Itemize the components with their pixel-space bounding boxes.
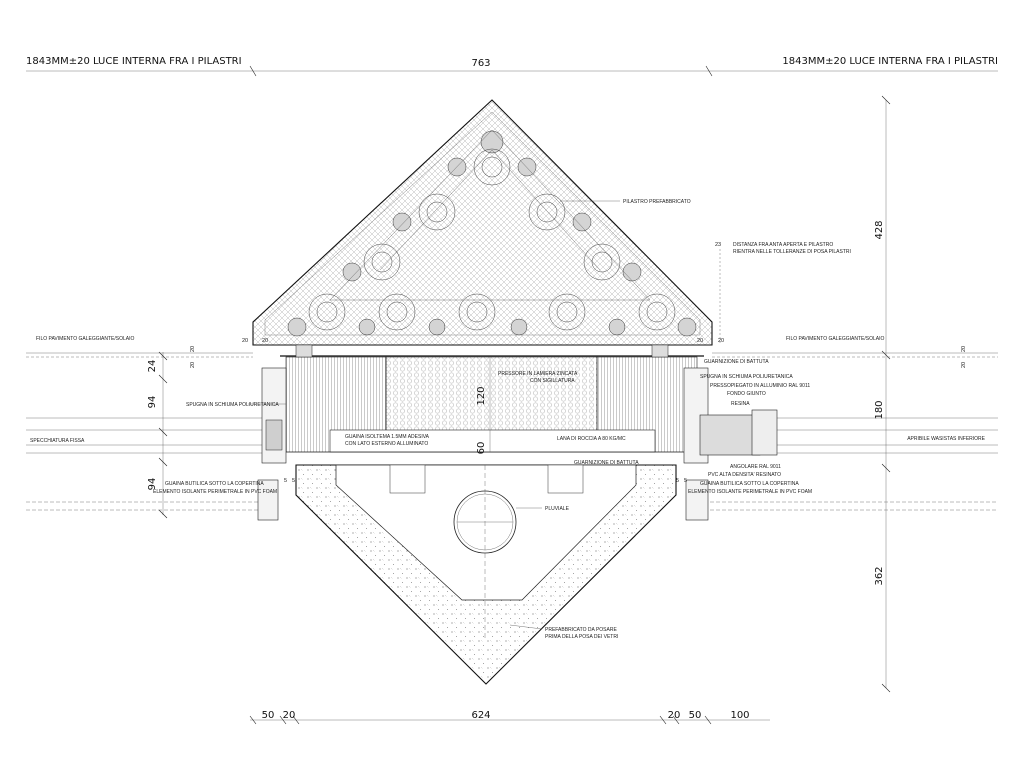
note-spugna-right: SPUGNA IN SCHIUMA POLIURETANICA [700, 374, 793, 380]
note-spugna-left: SPUGNA IN SCHIUMA POLIURETANICA [186, 402, 279, 408]
right-dim-middle: 180 [874, 400, 885, 419]
note-prefabbricato-2: PRIMA DELLA POSA DEI VETRI [545, 634, 618, 640]
left-dim-94b: 94 [147, 478, 158, 491]
right-vert-20b: 20 [961, 362, 967, 368]
bottom-dim-624: 624 [471, 710, 490, 721]
left-vert-20: 20 [190, 346, 196, 352]
note-elemento-r: ELEMENTO ISOLANTE PERIMETRALE IN PVC FOA… [688, 489, 812, 495]
prefab-gutter-element [295, 464, 677, 685]
center-dim-60: 60 [476, 442, 487, 455]
right-dim-upper: 428 [874, 220, 885, 239]
note-guaina-butilica-l: GUAINA BUTILICA SOTTO LA COPERTINA [165, 481, 264, 487]
note-lana: LANA DI ROCCIA A 80 KG/MC [557, 436, 626, 442]
left-pair-b: 20 [262, 338, 268, 344]
note-guaina-1: GUAINA ISOLTEMA 1.5MM ADESIVA [345, 434, 430, 440]
note-pilastro: PILASTRO PREFABBRICATO [623, 199, 691, 205]
left-vert-20b: 20 [190, 362, 196, 368]
middle-band [257, 344, 778, 521]
bottom-dim-20b: 20 [668, 710, 681, 721]
right-pair-a: 20 [697, 338, 703, 344]
five-r2: 5 [684, 478, 687, 484]
left-dim-94a: 94 [147, 396, 158, 409]
bottom-dim-50b: 50 [689, 710, 702, 721]
header-right-title: 1843MM±20 LUCE INTERNA FRA I PILASTRI [782, 56, 998, 67]
five-l2: 5 [292, 478, 295, 484]
note-elemento-l: ELEMENTO ISOLANTE PERIMETRALE IN PVC FOA… [153, 489, 277, 495]
note-fondo-giunto: FONDO GIUNTO [727, 391, 766, 397]
right-vert-20: 20 [961, 346, 967, 352]
bottom-dim-50a: 50 [262, 710, 275, 721]
note-filo-right: FILO PAVIMENTO GALEGGIANTE/SOLAIO [786, 336, 884, 342]
bottom-dim-20a: 20 [283, 710, 296, 721]
note-resina: RESINA [731, 401, 750, 407]
note-pressore-1: PRESSORE IN LAMIERA ZINCATA [498, 371, 578, 377]
left-pair-a: 20 [242, 338, 248, 344]
note-filo-left: FILO PAVIMENTO GALEGGIANTE/SOLAIO [36, 336, 134, 342]
header-dim-tick-right [705, 65, 713, 77]
right-dim-lower: 362 [874, 566, 885, 585]
note-pvc: PVC ALTA DENSITA' RESINATO [708, 472, 781, 478]
note-pluviale: PLUVIALE [545, 506, 570, 512]
note-distanza-2: RIENTRA NELLE TOLLERANZE DI POSA PILASTR… [733, 249, 851, 255]
five-l1: 5 [284, 478, 287, 484]
header-left-title: 1843MM±20 LUCE INTERNA FRA I PILASTRI [26, 56, 242, 67]
note-guaina-2: CON LATO ESTERNO ALLUMINATO [345, 441, 428, 447]
note-guaina-butilica-r: GUAINA BUTILICA SOTTO LA COPERTINA [700, 481, 799, 487]
note-guarnizione-bottom: GUARNIZIONE DI BATTUTA [574, 460, 639, 466]
right-pair-b: 20 [718, 338, 724, 344]
left-dim-24: 24 [147, 360, 158, 373]
glazing-left [26, 417, 262, 511]
gap-23-label: 23 [715, 242, 721, 248]
top-dimension-label: 763 [471, 58, 490, 69]
note-pressore-2: CON SIGILLATURA [530, 378, 575, 384]
center-dim-120: 120 [476, 386, 487, 405]
note-angolare: ANGOLARE RAL 9011 [730, 464, 781, 470]
note-specchiatura: SPECCHIATURA FISSA [30, 438, 85, 444]
note-pressopiegato: PRESSOPIEGATO IN ALLUMINIO RAL 9011 [710, 383, 810, 389]
note-apribile: APRIBILE WASISTAS INFERIORE [907, 436, 985, 442]
header-dim-tick-left [249, 65, 257, 77]
bottom-dim-100: 100 [730, 710, 749, 721]
note-guarnizione-top: GUARNIZIONE DI BATTUTA [704, 359, 769, 365]
note-distanza-1: DISTANZA FRA ANTA APERTA E PILASTRO [733, 242, 833, 248]
prefab-pillar [252, 99, 713, 346]
five-r1: 5 [676, 478, 679, 484]
note-prefabbricato-1: PREFABBRICATO DA POSARE [545, 627, 617, 633]
